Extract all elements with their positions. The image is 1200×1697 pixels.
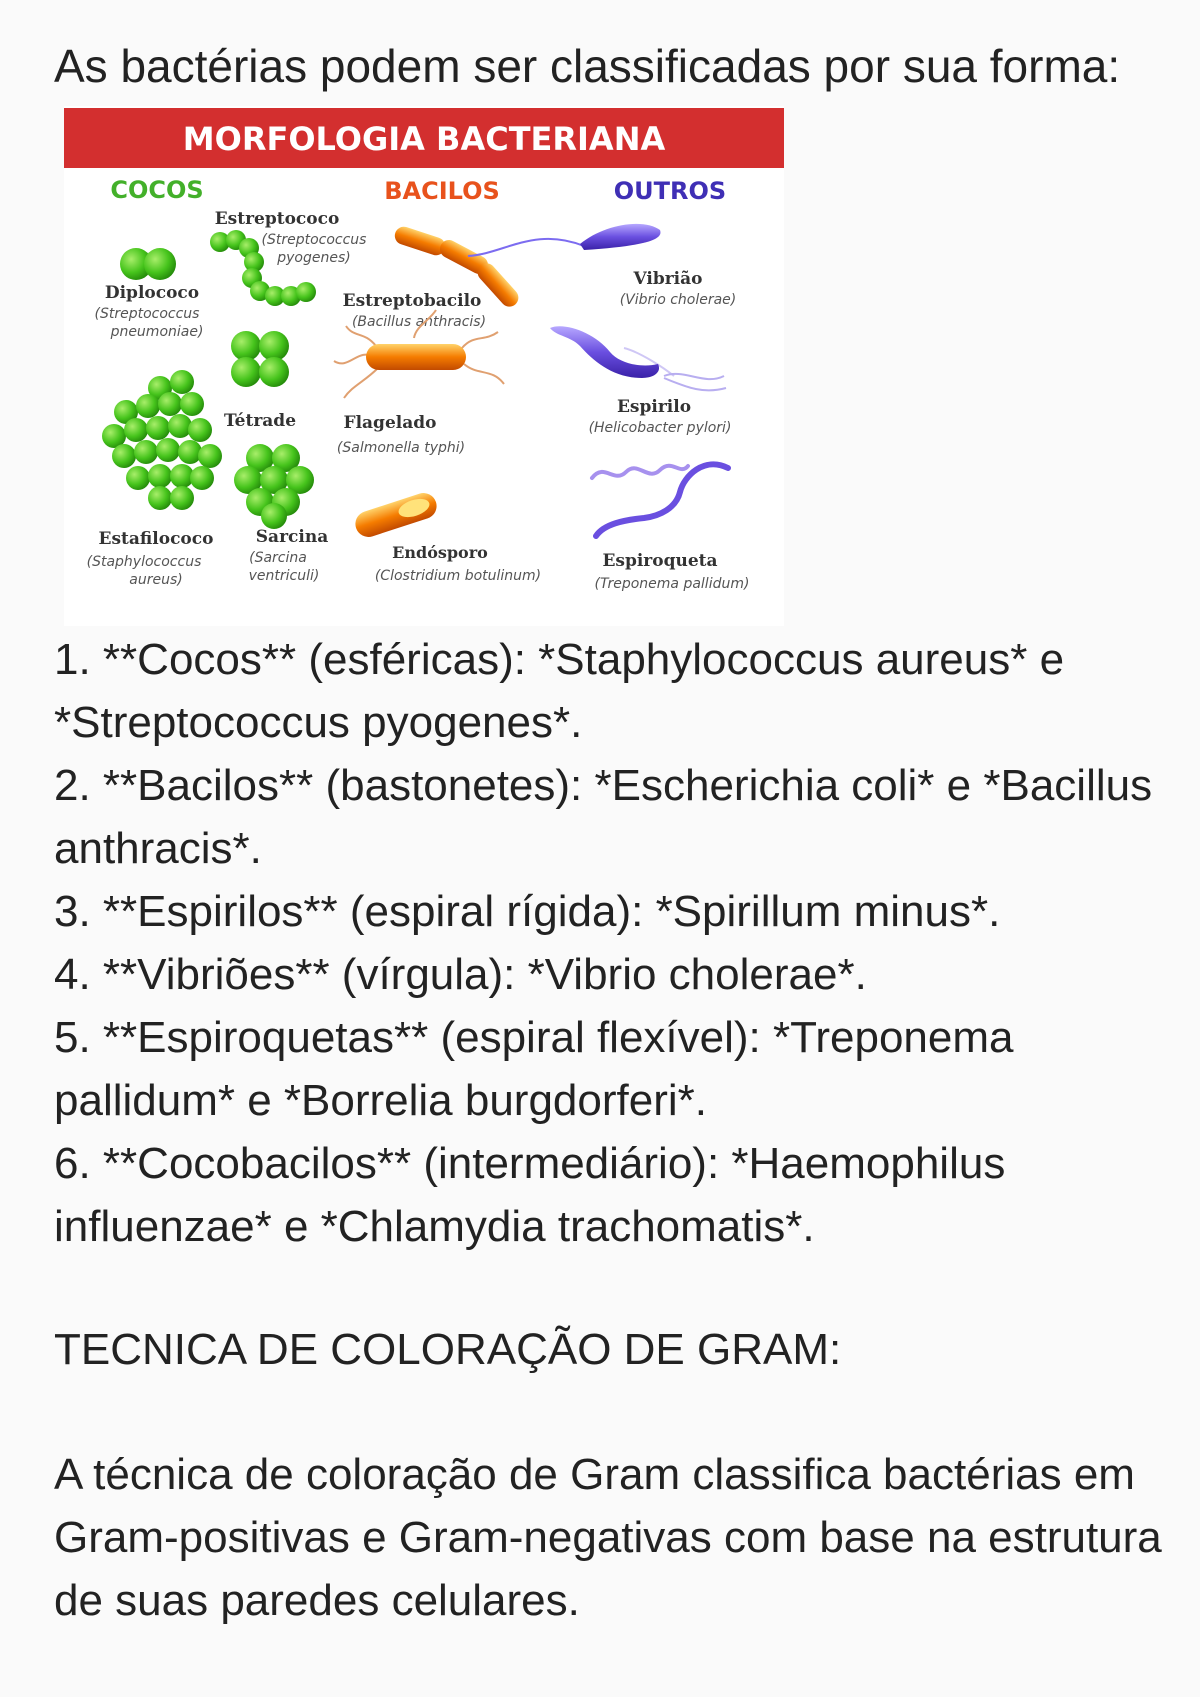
spiral-bacterium-icon xyxy=(550,326,727,392)
sci-estreptococo-1: (Streptococcus xyxy=(262,232,367,248)
list-item: 2. **Bacilos** (bastonetes): *Escherichi… xyxy=(54,761,1153,873)
spirochete-icon xyxy=(590,461,731,539)
label-espiroqueta: Espiroqueta xyxy=(602,551,717,571)
sci-sarcina-2: ventriculi) xyxy=(249,568,320,584)
sci-diplococo-1: (Streptococcus xyxy=(95,306,200,322)
column-outros: OUTROS xyxy=(614,177,726,205)
sci-endosporo: (Clostridium botulinum) xyxy=(375,568,541,584)
list-item: 3. **Espirilos** (espiral rígida): *Spir… xyxy=(54,887,1001,936)
list-item: 5. **Espiroquetas** (espiral flexível): … xyxy=(54,1013,1014,1125)
label-vibriao: Vibrião xyxy=(632,269,702,289)
sci-espirilo: (Helicobacter pylori) xyxy=(589,420,732,436)
tetrad-cocci-icon xyxy=(231,331,289,387)
comma-bacterium-icon xyxy=(467,223,661,257)
intro-heading: As bactérias podem ser classificadas por… xyxy=(54,40,1121,92)
sci-flagelado: (Salmonella typhi) xyxy=(337,440,465,456)
sci-vibriao: (Vibrio cholerae) xyxy=(620,292,737,308)
list-item: 6. **Cocobacilos** (intermediário): *Hae… xyxy=(54,1139,1006,1251)
gram-section-title: TECNICA DE COLORAÇÃO DE GRAM: xyxy=(54,1325,842,1374)
column-cocos: COCOS xyxy=(110,176,203,204)
morphology-illustration: MORFOLOGIA BACTERIANA COCOS BACILOS OUTR… xyxy=(64,108,784,592)
gram-section-text: A técnica de coloração de Gram classific… xyxy=(54,1450,1162,1625)
spore-rod-icon xyxy=(355,493,437,537)
label-estreptobacilo: Estreptobacilo xyxy=(343,291,482,311)
label-endosporo: Endósporo xyxy=(392,543,488,562)
column-bacilos: BACILOS xyxy=(384,177,500,205)
sci-estreptobacilo: (Bacillus anthracis) xyxy=(352,314,486,330)
chain-of-cocci-icon xyxy=(210,230,316,306)
title-banner xyxy=(64,108,784,168)
label-tetrade: Tétrade xyxy=(224,411,296,431)
bacterial-morphology-figure: MORFOLOGIA BACTERIANA COCOS BACILOS OUTR… xyxy=(64,106,784,626)
cube-cocci-icon xyxy=(234,444,314,529)
label-sarcina: Sarcina xyxy=(256,527,328,547)
label-espirilo: Espirilo xyxy=(617,397,691,417)
sci-estreptococo-2: pyogenes) xyxy=(276,250,350,266)
label-estreptococo: Estreptococo xyxy=(215,209,340,229)
sci-estafilococo-2: aureus) xyxy=(129,572,182,588)
paired-cocci-icon xyxy=(120,248,176,280)
cluster-cocci-icon xyxy=(102,370,222,510)
label-flagelado: Flagelado xyxy=(344,413,437,433)
morphology-list: 1. **Cocos** (esféricas): *Staphylococcu… xyxy=(54,628,1164,1258)
flagellated-rod-icon xyxy=(333,309,505,399)
list-item: 4. **Vibriões** (vírgula): *Vibrio chole… xyxy=(54,950,867,999)
sci-diplococo-2: pneumoniae) xyxy=(110,324,204,340)
chain-of-rods-icon xyxy=(394,226,519,307)
sci-espiroqueta: (Treponema pallidum) xyxy=(595,576,750,592)
sci-sarcina-1: (Sarcina xyxy=(249,550,307,566)
label-diplococo: Diplococo xyxy=(105,283,199,303)
label-estafilococo: Estafilococo xyxy=(99,529,214,549)
list-item: 1. **Cocos** (esféricas): *Staphylococcu… xyxy=(54,635,1065,747)
banner-title: MORFOLOGIA BACTERIANA xyxy=(183,120,666,158)
sci-estafilococo-1: (Staphylococcus xyxy=(87,554,202,570)
